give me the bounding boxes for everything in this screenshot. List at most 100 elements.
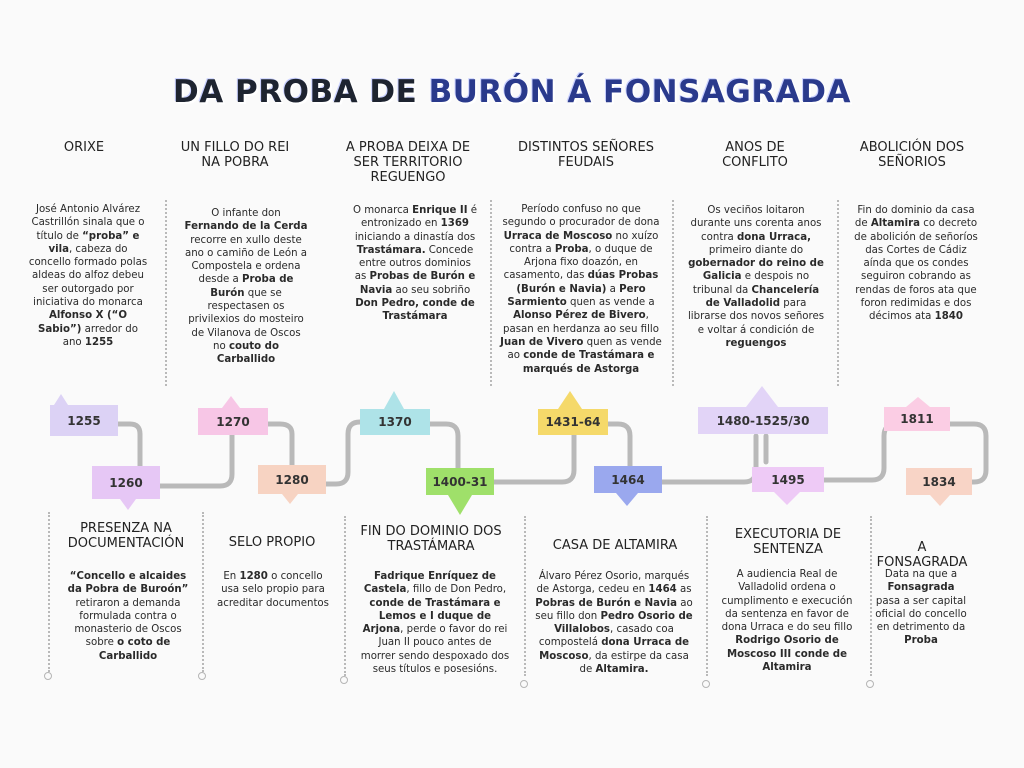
timeline-label-text: 1431-64 xyxy=(545,415,601,429)
timeline-label-1255: 1255 xyxy=(50,405,118,436)
body-text: Período confuso no que segundo o procura… xyxy=(502,204,660,229)
divider-end xyxy=(866,680,874,688)
event-head-fin-trastamara: FIN DO DOMINIO DOS TRASTÁMARA xyxy=(360,524,502,554)
label-1370-tip xyxy=(384,391,404,409)
body-text: no xuízo contra a xyxy=(509,230,659,255)
emphasis-text: Chancelería de Valladolid xyxy=(705,284,820,310)
body-text: O monarca xyxy=(353,205,413,216)
timeline-label-1834: 1834 xyxy=(906,468,972,495)
emphasis-text: 1840 xyxy=(934,311,963,323)
divider-dots xyxy=(344,516,346,676)
divider-dots xyxy=(870,516,872,676)
event-text-executoria: A audiencia Real de Valladolid ordena o … xyxy=(714,568,860,674)
timeline-label-text: 1270 xyxy=(216,414,250,429)
emphasis-text: Urraca de Moscoso xyxy=(503,230,613,242)
emphasis-text: dúas Probas (Burón e Navia) xyxy=(516,270,659,295)
emphasis-text: o coto de Carballido xyxy=(98,637,171,662)
emphasis-text: Altamira. xyxy=(595,664,649,676)
timeline-label-1464: 1464 xyxy=(594,466,662,493)
event-text-selo: En 1280 o concello usa selo propio para … xyxy=(214,570,332,610)
event-text-proba-reguengo: O monarca Enrique II é entronizado en 13… xyxy=(352,204,478,324)
body-text: quen as vende ao xyxy=(507,336,662,362)
emphasis-text: Fadrique Enríquez de Castela xyxy=(363,571,496,596)
body-text: ao seu fillo don xyxy=(535,597,693,622)
emphasis-text: Alfonso X (“O Sabio”) xyxy=(38,310,128,335)
body-text: José Antonio Alvárez Castrillón sinala q… xyxy=(31,204,145,242)
divider-dots xyxy=(837,200,839,386)
body-text: o concello usa selo propio para acredita… xyxy=(217,571,329,609)
event-text-fonsagrada: Data na que a Fonsagrada pasa a ser capi… xyxy=(874,568,968,648)
label-1480-1525-tip xyxy=(746,386,778,407)
body-text: ao seu sobriño xyxy=(392,284,471,296)
timeline-label-1370: 1370 xyxy=(360,409,430,435)
emphasis-text: Don Pedro, conde de Trastámara xyxy=(355,298,475,323)
emphasis-text: dona Urraca, xyxy=(737,231,811,243)
body-text: retiraron a demanda formulada contra o m… xyxy=(74,597,182,649)
body-text: Concede entre outros dominios as xyxy=(354,244,474,283)
divider-end xyxy=(198,672,206,680)
body-text: quen as vende a xyxy=(566,297,655,309)
timeline-label-text: 1370 xyxy=(378,415,412,429)
event-text-abolicion: Fin do dominio da casa de Altamira co de… xyxy=(852,204,980,324)
body-text: Álvaro Pérez Osorio, marqués de Astorga,… xyxy=(536,571,690,596)
emphasis-text: 1464 xyxy=(648,584,677,596)
label-1464-tip xyxy=(616,493,638,506)
label-1255-tip xyxy=(54,394,68,405)
timeline-label-text: 1255 xyxy=(67,413,101,428)
divider-dots xyxy=(524,516,526,676)
emphasis-text: Proba xyxy=(904,635,938,647)
timeline-label-1270: 1270 xyxy=(198,408,268,435)
timeline-label-text: 1480-1525/30 xyxy=(716,413,810,428)
body-text: co decreto de abolición de señoríos das … xyxy=(854,218,978,323)
timeline-label-text: 1260 xyxy=(109,475,143,490)
divider-dots xyxy=(202,512,204,672)
body-text: , da estirpe da casa de xyxy=(579,650,689,676)
body-text: e despois no tribunal da xyxy=(692,271,810,296)
body-text: arredor do ano xyxy=(62,323,138,348)
divider-end xyxy=(44,672,52,680)
body-text: recorre en xullo deste ano o camiño de L… xyxy=(184,234,308,286)
title-part-2: BURÓN Á FONSAGRADA xyxy=(428,74,851,110)
emphasis-text: “Concello e alcaides da Pobra de Buroón” xyxy=(67,571,189,596)
emphasis-text: reguengos xyxy=(725,337,787,349)
timeline-label-1280: 1280 xyxy=(258,465,326,494)
divider-end xyxy=(340,676,348,684)
event-text-documentacion: “Concello e alcaides da Pobra de Buroón”… xyxy=(64,570,192,663)
body-text: a xyxy=(606,283,620,295)
divider-dots xyxy=(490,200,492,386)
emphasis-text: Rodrigo Osorio de Moscoso III conde de A… xyxy=(726,635,847,674)
event-head-selo: SELO PROPIO xyxy=(228,535,316,550)
label-1260-tip xyxy=(120,499,136,510)
event-head-abolicion: ABOLICIÓN DOS SEÑORIOS xyxy=(859,140,965,170)
event-text-senores-feudais: Período confuso no que segundo o procura… xyxy=(500,203,662,376)
label-1431-64-tip xyxy=(558,391,582,409)
body-text: Data na que a xyxy=(884,569,958,580)
timeline-label-text: 1400-31 xyxy=(432,474,488,489)
emphasis-text: gobernador do reino de Galicia xyxy=(688,258,824,283)
timeline-label-1495: 1495 xyxy=(752,467,824,492)
title-part-1: DA PROBA DE xyxy=(173,74,429,110)
event-head-executoria: EXECUTORIA DE SENTENZA xyxy=(734,527,842,557)
timeline-label-text: 1495 xyxy=(771,472,805,487)
divider-dots xyxy=(165,200,167,386)
timeline-label-1811: 1811 xyxy=(884,407,950,431)
label-1834-tip xyxy=(930,495,950,506)
emphasis-text: Fonsagrada xyxy=(887,582,955,594)
divider-end xyxy=(520,680,528,688)
timeline-label-text: 1834 xyxy=(922,474,956,489)
emphasis-text: Altamira xyxy=(870,218,920,230)
event-head-anos-conflito: ANOS DE CONFLITO xyxy=(722,140,788,170)
timeline-label-1431-64: 1431-64 xyxy=(538,409,608,435)
event-head-proba-reguengo: A PROBA DEIXA DE SER TERRITORIO REGUENGO xyxy=(345,140,471,185)
timeline-label-1400-31: 1400-31 xyxy=(426,468,494,495)
body-text: pasa a ser capital oficial do concello e… xyxy=(875,595,967,634)
divider-end xyxy=(702,680,710,688)
divider-dots xyxy=(706,516,708,676)
emphasis-text: dona Urraca de Moscoso xyxy=(539,637,690,662)
event-text-fin-trastamara: Fadrique Enríquez de Castela, fillo de D… xyxy=(360,570,510,676)
emphasis-text: 1280 xyxy=(239,571,268,582)
body-text: Os veciños loitaron durante uns corenta … xyxy=(690,205,822,243)
event-head-orixe: ORIXE xyxy=(63,140,105,155)
event-text-altamira: Álvaro Pérez Osorio, marqués de Astorga,… xyxy=(534,570,694,676)
body-text: , o duque de Arjona fixo doazón, en casa… xyxy=(503,243,653,282)
